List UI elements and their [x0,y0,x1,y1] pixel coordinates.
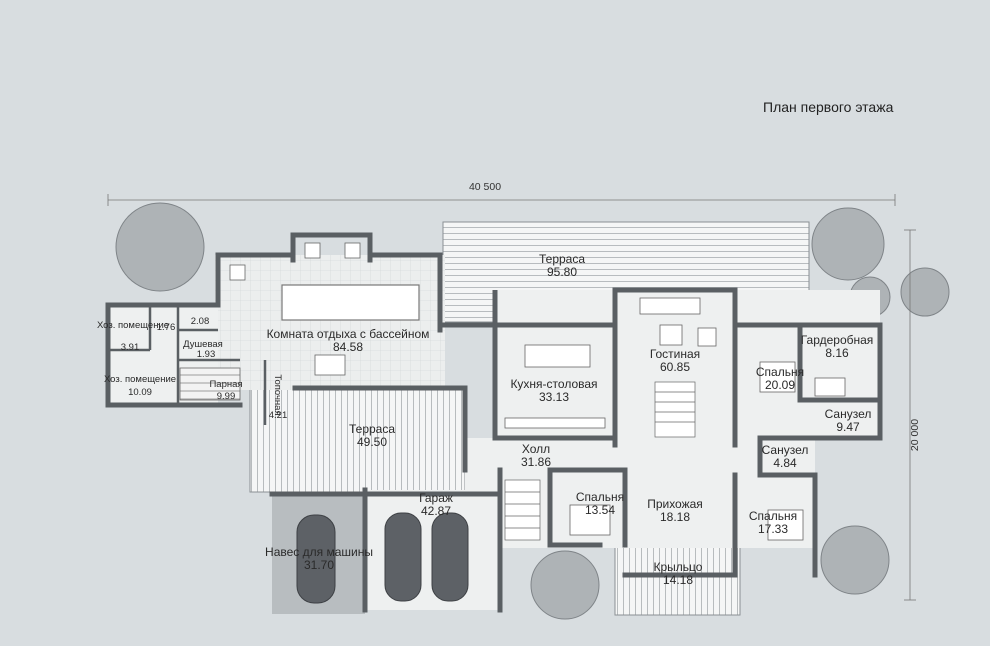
cars [296,512,469,604]
room-name: Кухня-столовая [510,377,597,391]
tree-icon [820,525,890,595]
pool [281,284,420,321]
room-area: 9.47 [836,420,860,434]
room-name: Спальня [576,490,624,504]
furniture [229,242,846,541]
room-area: 9.99 [217,391,236,402]
tree-icon [900,267,950,317]
room-area: 4.84 [773,456,797,470]
room-area: 1.76 [157,322,176,333]
kitchen-counter [504,417,606,429]
room-area: 20.09 [765,378,795,392]
car-icon [384,512,422,602]
room-area: 8.16 [825,346,849,360]
room-area: 33.13 [539,390,569,404]
dimension-width: 40 500 [469,181,501,193]
dining-table [524,344,591,368]
bathtub [814,377,846,397]
lounge-chair [229,264,246,281]
bed-2 [569,504,611,536]
coffee-table [659,324,683,346]
room-name: Душевая [183,339,223,350]
room-name: Навес для машины [265,545,373,559]
room-name: Комната отдыха с бассейном [267,327,430,341]
bed-3 [767,509,804,541]
room-name: Хоз. помещение [97,320,169,331]
room-area: 1.93 [197,349,216,360]
room-name: Санузел [762,443,809,457]
room-name: Хоз. помещение [104,374,176,385]
room-area: 4.21 [269,410,288,421]
lounge-chair [344,242,361,259]
car-icon [431,512,469,602]
room-name: Гостиная [650,347,700,361]
room-area: 60.85 [660,360,690,374]
room-area: 10.09 [128,387,152,398]
room-name: Спальня [756,365,804,379]
room-name: Парная [209,379,242,390]
room-area: 95.80 [547,265,577,279]
tree-icon [115,202,205,292]
armchair [697,327,717,347]
room-area: 84.58 [333,340,363,354]
room-area: 18.18 [660,510,690,524]
room-area: 31.86 [521,455,551,469]
dimension-lines [107,194,916,601]
room-area: 14.18 [663,573,693,587]
room-area: 42.87 [421,504,451,518]
room-area: 3.91 [121,342,140,353]
room-name: Холл [522,442,550,456]
room-area: 13.54 [585,503,615,517]
room-labels: Терраса 95.80 Комната отдыха с бассейном… [97,252,873,587]
dimension-height: 20 000 [909,419,921,451]
terrace-bottom-deck [249,387,466,493]
trees [115,202,950,620]
room-name: Спальня [749,509,797,523]
walls [105,232,883,613]
sofa [639,297,701,315]
room-area: 2.08 [191,316,210,327]
room-name: Топочная [272,374,283,415]
car-icon [296,514,336,604]
stairs [504,381,696,541]
tree-icon [811,207,885,281]
room-name: Терраса [539,252,585,266]
room-name: Гардеробная [801,333,874,347]
room-name: Гараж [419,491,453,505]
tree-icon [530,550,600,620]
room-name: Санузел [825,407,872,421]
plan-title: План первого этажа [763,99,894,115]
bed-1 [759,361,796,393]
room-area: 49.50 [357,435,387,449]
room-name: Терраса [349,422,395,436]
room-name: Прихожая [647,497,703,511]
steam-benches [179,367,241,401]
room-area: 31.70 [304,558,334,572]
lounge-chair [304,242,321,259]
bar-table [314,354,346,376]
room-area: 17.33 [758,522,788,536]
room-name: Крыльцо [654,560,703,574]
